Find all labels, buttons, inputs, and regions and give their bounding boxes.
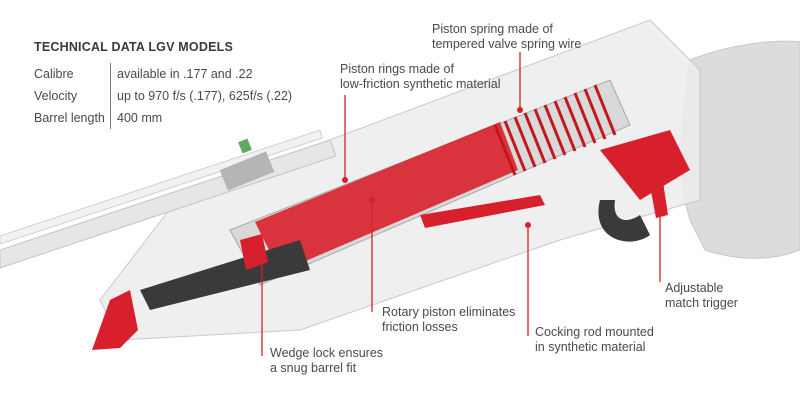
spec-value: 400 mm (110, 107, 162, 129)
piston (255, 122, 518, 272)
technical-data-table: TECHNICAL DATA LGV MODELS Calibre availa… (34, 40, 334, 129)
technical-data-title: TECHNICAL DATA LGV MODELS (34, 40, 233, 54)
spec-value: available in .177 and .22 (110, 63, 253, 85)
callout-line: Piston spring made of (432, 22, 553, 36)
callout-line: Piston rings made of (340, 62, 454, 76)
spec-label: Barrel length (34, 111, 105, 125)
callout-piston-rings: Piston rings made of low-friction synthe… (340, 62, 500, 92)
callout-wedge-lock: Wedge lock ensures a snug barrel fit (270, 346, 383, 376)
spec-label: Velocity (34, 89, 78, 103)
barrel-tube (0, 129, 323, 245)
callout-line: Wedge lock ensures (270, 346, 384, 360)
callout-line: tempered valve spring wire (432, 37, 582, 51)
leader-dots (259, 107, 663, 261)
callout-rotary-piston: Rotary piston eliminates friction losses (382, 305, 515, 335)
rear-sight (219, 138, 275, 191)
callout-line: friction losses (382, 320, 458, 334)
callout-line: a snug barrel fit (270, 361, 357, 375)
callout-cocking-rod: Cocking rod mounted in synthetic materia… (535, 325, 654, 355)
callout-line: in synthetic material (535, 340, 646, 354)
spec-value: up to 970 f/s (.177), 625f/s (.22) (110, 85, 292, 107)
callout-line: Cocking rod mounted (535, 325, 654, 339)
callout-piston-spring: Piston spring made of tempered valve spr… (432, 22, 581, 52)
callout-line: match trigger (665, 296, 738, 310)
callout-line: Rotary piston eliminates (382, 305, 516, 319)
spec-row-barrel-length: Barrel length 400 mm (34, 107, 334, 129)
spec-row-velocity: Velocity up to 970 f/s (.177), 625f/s (.… (34, 85, 334, 107)
spec-label: Calibre (34, 67, 74, 81)
callout-line: Adjustable (665, 281, 724, 295)
spec-row-calibre: Calibre available in .177 and .22 (34, 63, 334, 85)
cocking-rod (420, 195, 545, 228)
leader-lines (261, 52, 661, 356)
callout-line: low-friction synthetic material (340, 77, 501, 91)
barrel-lock (92, 234, 310, 350)
callout-trigger: Adjustable match trigger (665, 281, 738, 311)
piston-spring (493, 84, 617, 176)
trigger-group (598, 130, 690, 242)
